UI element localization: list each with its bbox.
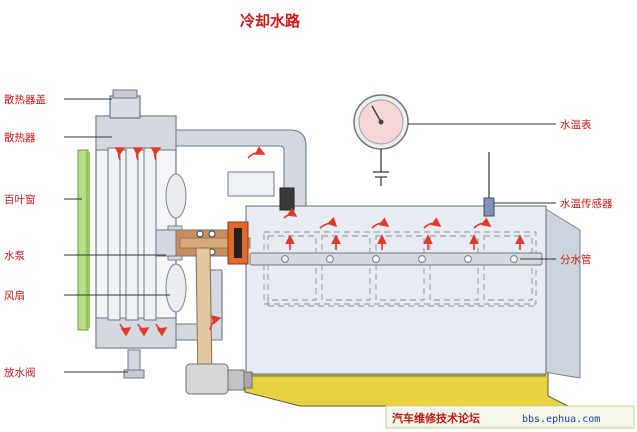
label-water-pump: 水泵: [4, 250, 25, 262]
water-jacket-upper: [263, 231, 537, 305]
cylinder-outlines: [267, 235, 534, 307]
engine-block-side: [543, 207, 581, 379]
thermostat: [279, 187, 295, 211]
diagram-title: 冷却水路: [240, 12, 301, 30]
crank-pulley: [185, 363, 253, 395]
label-fan: 风扇: [4, 289, 25, 302]
engine-block: [245, 205, 547, 375]
drive-belt: [195, 247, 213, 381]
temperature-sensor: [483, 152, 495, 217]
distribution-pipe-holes: [281, 255, 518, 263]
drain-valve: [123, 349, 145, 379]
label-radiator-cap: 散热器盖: [4, 93, 46, 106]
label-radiator: 散热器: [4, 131, 36, 144]
leader-lines: [64, 98, 556, 373]
temperature-gauge: [353, 94, 409, 186]
label-shutters: 百叶窗: [4, 193, 36, 206]
watermark: 汽车维修技术论坛 bbs.ephua.com: [385, 405, 635, 429]
thermostat-housing: [227, 171, 275, 197]
label-temp-sensor: 水温传感器: [560, 197, 613, 210]
shutters: [77, 149, 90, 331]
distribution-pipe: [249, 252, 543, 266]
label-temp-gauge: 水温表: [560, 118, 592, 131]
watermark-url: bbs.ephua.com: [522, 414, 600, 425]
watermark-text: 汽车维修技术论坛: [392, 411, 480, 425]
coolant-flow-arrows: [114, 146, 525, 337]
label-distribution-pipe: 分水管: [560, 253, 592, 266]
radiator-cap: [109, 89, 141, 119]
radiator: [95, 115, 177, 349]
label-drain-valve: 放水阀: [4, 366, 36, 379]
